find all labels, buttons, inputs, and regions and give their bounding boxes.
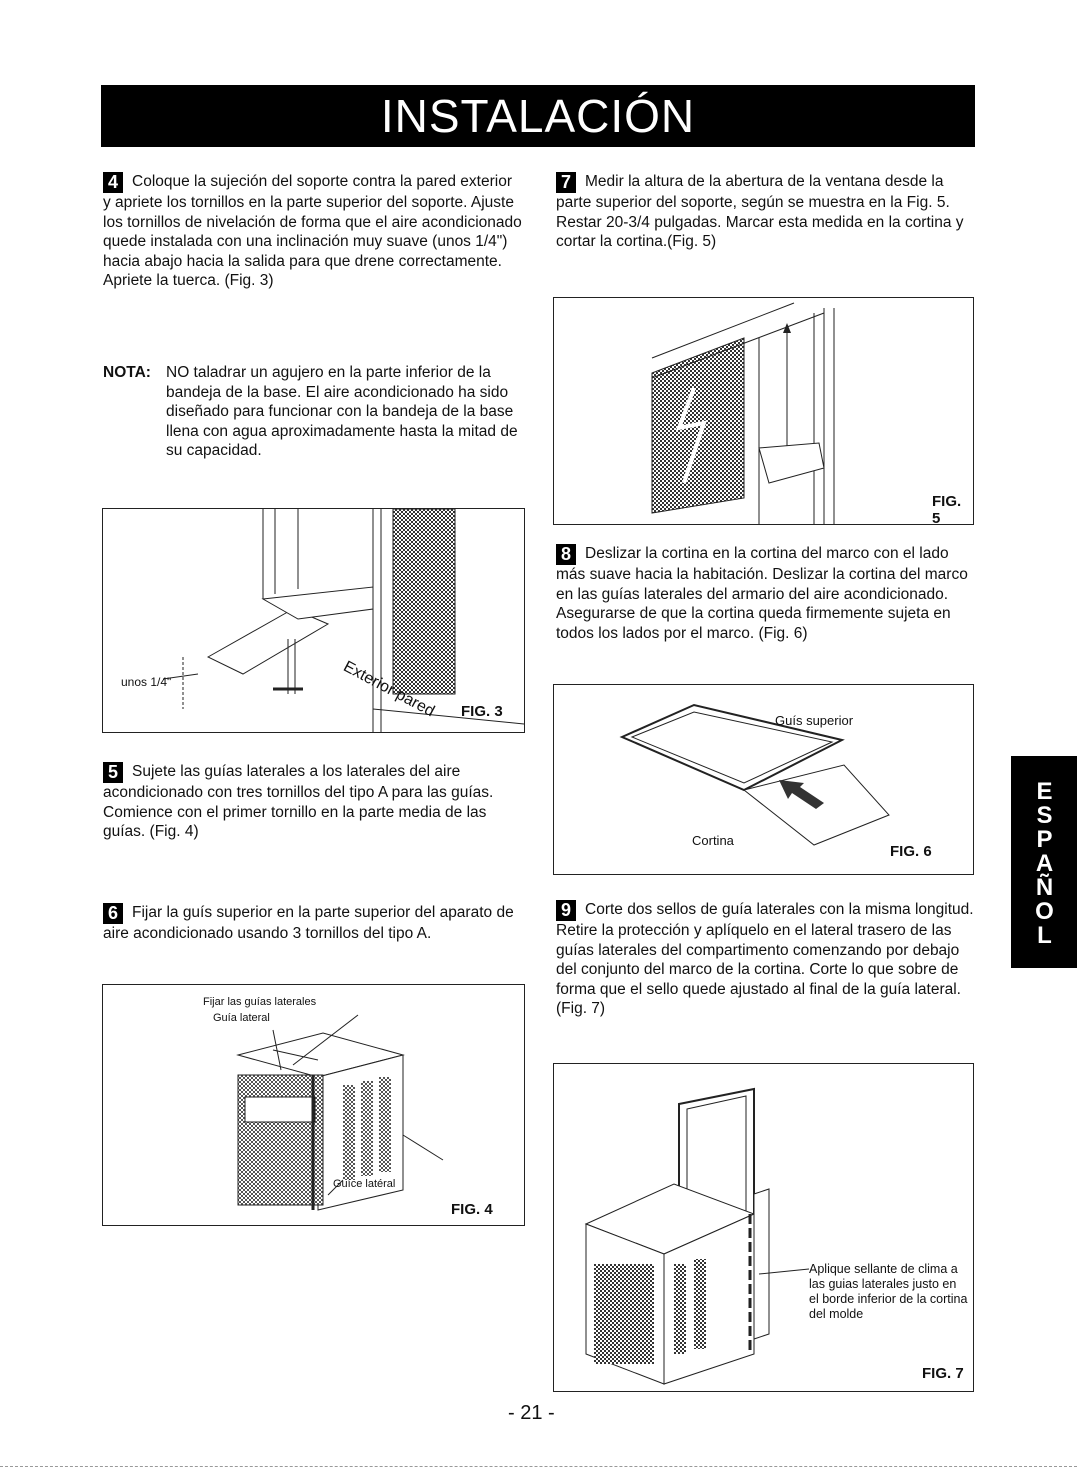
step-text: Medir la altura de la abertura de la ven… <box>556 173 964 251</box>
step-number: 9 <box>556 900 576 921</box>
callout-fix-guides: Fijar las guías laterales <box>203 996 317 1008</box>
bottom-divider <box>0 1466 1077 1467</box>
figure-3: unos 1/4" Exterior pared FIG. 3 <box>102 508 525 733</box>
callout-guide-bottom: Guíce latéral <box>333 1178 396 1190</box>
note-text: NO taladrar un agujero en la parte infer… <box>166 364 518 460</box>
page-number: - 21 - <box>508 1402 555 1424</box>
seal-application-illustration <box>584 1087 810 1385</box>
figure-label: FIG. 3 <box>461 703 503 720</box>
figure-4: Fijar las guías laterales Guía lateral G… <box>102 984 525 1226</box>
callout-top-guide: Guís superior <box>775 713 854 728</box>
note-label: NOTA: <box>103 364 151 381</box>
note: NOTA: NO taladrar un agujero en la parte… <box>103 363 523 461</box>
callout-curtain: Cortina <box>692 833 734 848</box>
step-number: 4 <box>103 172 123 193</box>
step-text: Sujete las guías laterales a los lateral… <box>103 763 494 841</box>
page-title: INSTALACIÓN <box>101 85 975 147</box>
figure-label: FIG. 7 <box>922 1365 964 1382</box>
figure-label: FIG. 4 <box>451 1201 493 1218</box>
figure-label: FIG. 5 <box>932 493 962 525</box>
figure-label: FIG. 6 <box>890 843 932 860</box>
callout-apply-seal: Aplique sellante de clima a las guias la… <box>809 1262 968 1321</box>
callout-side-guide: Guía lateral <box>213 1012 270 1024</box>
curtain-slide-illustration <box>619 703 890 846</box>
step-number: 7 <box>556 172 576 193</box>
callout-slope: unos 1/4" <box>121 675 172 689</box>
language-tab: ESPAÑOL <box>1011 756 1077 968</box>
window-measure-illustration <box>651 302 835 524</box>
step-text: Deslizar la cortina en la cortina del ma… <box>556 545 968 642</box>
step-number: 8 <box>556 544 576 565</box>
figure-5: FIG. 5 <box>553 297 974 525</box>
step-text: Fijar la guís superior en la parte super… <box>103 904 514 942</box>
step-number: 6 <box>103 903 123 924</box>
figure-6: Guís superior Cortina FIG. 6 <box>553 684 974 875</box>
bracket-illustration <box>162 509 524 732</box>
step-text: Coloque la sujeción del soporte contra l… <box>103 173 522 290</box>
figure-7: Aplique sellante de clima a las guias la… <box>553 1063 974 1392</box>
side-guides-illustration <box>236 1014 444 1211</box>
step-number: 5 <box>103 762 123 783</box>
step-text: Corte dos sellos de guía laterales con l… <box>556 901 974 1018</box>
